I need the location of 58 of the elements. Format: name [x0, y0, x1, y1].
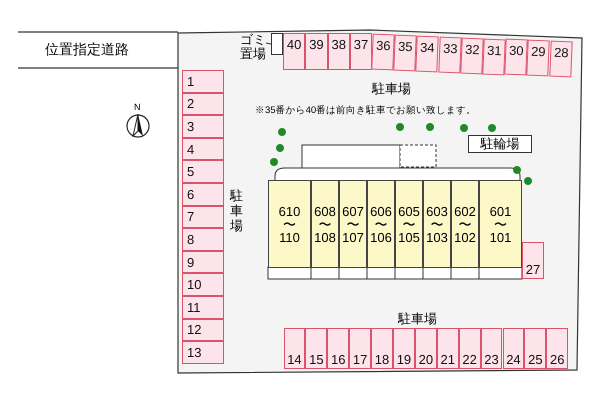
apartment-unit: 602 〜 102	[451, 180, 479, 268]
apartment-unit: 601 〜 101	[479, 180, 522, 268]
apartment-unit: 605 〜 105	[395, 180, 423, 268]
parking-space: 23	[480, 328, 502, 369]
parking-space: 15	[305, 328, 328, 369]
area-label: 駐車場	[230, 188, 244, 233]
parking-space: 21	[436, 328, 459, 369]
parking-space: 18	[371, 328, 393, 369]
area-label: 駐車場	[398, 310, 437, 328]
parking-space: 6	[182, 183, 224, 206]
parking-space: 28	[548, 40, 572, 78]
parking-space: 3	[182, 115, 224, 138]
area-label: 駐車場	[372, 80, 411, 98]
area-label: ゴミ置場	[238, 32, 268, 62]
parking-space: 5	[182, 160, 224, 183]
apartment-unit: 606 〜 106	[367, 180, 395, 268]
parking-space: 39	[305, 33, 328, 70]
parking-space: 22	[458, 328, 481, 369]
parking-space: 40	[283, 33, 306, 70]
parking-space: 14	[284, 328, 306, 369]
apartment-unit: 608 〜 108	[311, 180, 339, 268]
parking-space: 2	[182, 92, 224, 116]
parking-space: 7	[182, 206, 224, 228]
parking-space: 37	[350, 33, 372, 70]
apartment-unit: 610 〜 110	[268, 180, 311, 268]
parking-space: 12	[182, 318, 224, 342]
parking-space: 9	[182, 250, 224, 274]
apartment-unit: 603 〜 103	[423, 180, 451, 268]
parking-space: 36	[371, 34, 395, 70]
parking-space: 33	[438, 36, 462, 74]
parking-space: 29	[526, 40, 550, 77]
parking-space: 4	[182, 138, 224, 160]
parking-space: 24	[502, 328, 524, 369]
apartment-unit: 607 〜 107	[339, 180, 367, 268]
road-label: 位置指定道路	[45, 41, 129, 59]
note-text: ※35番から40番は前向き駐車でお願い致します。	[255, 104, 476, 117]
garbage-area-box	[271, 33, 283, 55]
parking-space: 20	[414, 328, 437, 369]
parking-space: 31	[482, 38, 506, 75]
parking-space: 16	[327, 328, 350, 369]
parking-space: 27	[522, 242, 544, 279]
parking-space: 25	[524, 328, 546, 369]
parking-space: 13	[182, 341, 224, 364]
leader-line	[266, 42, 272, 44]
parking-space: 30	[504, 38, 528, 76]
parking-space: 26	[546, 328, 568, 369]
bicycle-parking-box: 駐輪場	[468, 135, 532, 153]
parking-space: 1	[182, 70, 224, 93]
parking-space: 38	[328, 33, 350, 70]
north-label: N	[134, 102, 140, 112]
parking-space: 8	[182, 228, 224, 251]
parking-space: 32	[460, 37, 484, 74]
parking-space: 11	[182, 296, 224, 319]
parking-space: 19	[393, 328, 415, 369]
parking-space: 17	[349, 328, 372, 369]
parking-space: 34	[416, 35, 440, 72]
parking-space: 35	[393, 34, 418, 72]
parking-space: 10	[182, 273, 224, 296]
